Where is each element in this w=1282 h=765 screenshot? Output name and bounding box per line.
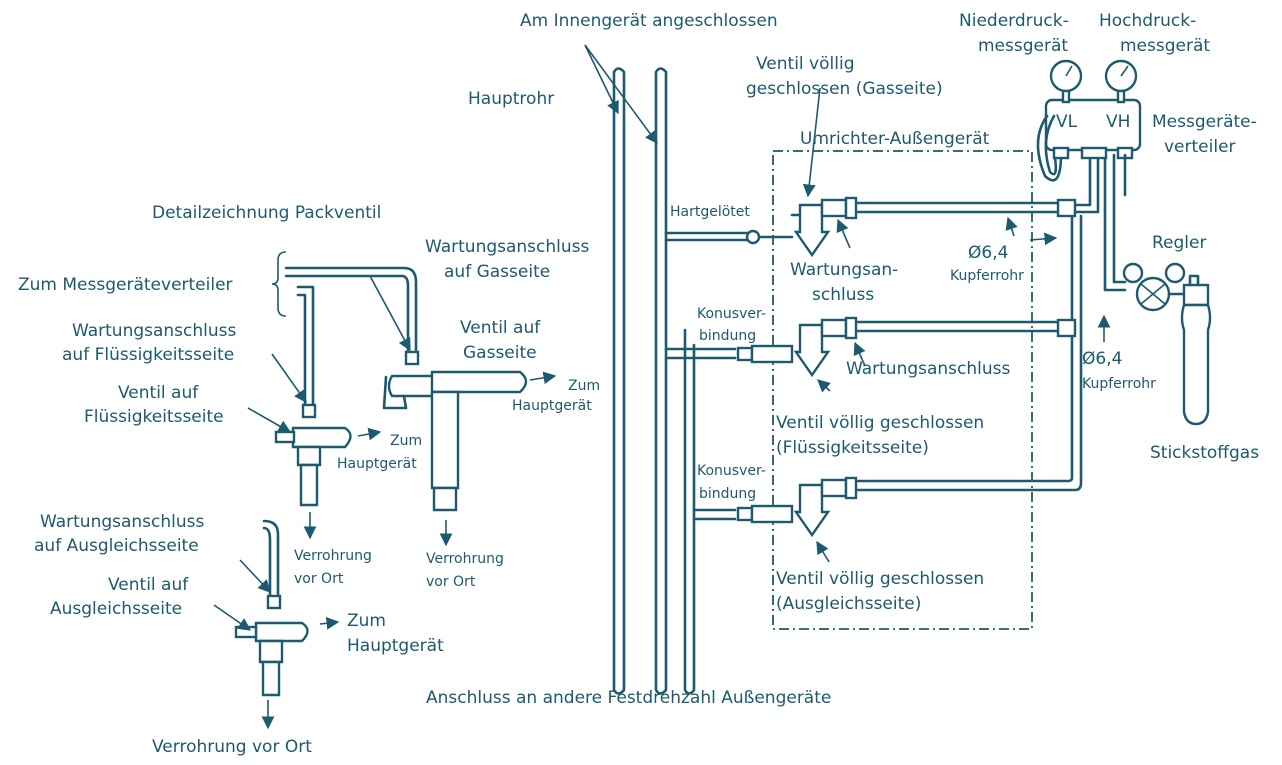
label-flare-1-2: bindung bbox=[699, 328, 756, 344]
label-vh: VH bbox=[1106, 112, 1130, 132]
label-dia1-1: Ø6,4 bbox=[968, 243, 1008, 263]
label-service-port-liquid-1: Wartungsanschluss bbox=[72, 321, 237, 341]
inverter-outdoor-unit-box bbox=[772, 150, 1033, 630]
main-pipes bbox=[612, 67, 696, 695]
label-dia2-2: Kupferrohr bbox=[1082, 376, 1156, 392]
label-regulator: Regler bbox=[1152, 233, 1206, 253]
label-service-port-2: Wartungsanschluss bbox=[846, 359, 1011, 379]
label-service-port-mid-1: Wartungsan- bbox=[790, 260, 898, 280]
label-site-piping-2-2: vor Ort bbox=[426, 574, 476, 590]
label-valve-closed-liquid-1: Ventil völlig geschlossen bbox=[776, 413, 984, 433]
arrows bbox=[213, 44, 1111, 730]
label-high-gauge-2: messgerät bbox=[1120, 36, 1210, 56]
label-low-gauge-2: messgerät bbox=[978, 36, 1068, 56]
label-to-main-3-1: Zum bbox=[347, 611, 386, 631]
label-valve-closed-gas-1: Ventil völlig bbox=[756, 54, 854, 74]
label-service-port-balance-1: Wartungsanschluss bbox=[40, 512, 205, 532]
label-site-piping-1-1: Verrohrung bbox=[294, 548, 372, 564]
label-high-gauge-1: Hochdruck- bbox=[1099, 11, 1196, 31]
label-valve-closed-balance-1: Ventil völlig geschlossen bbox=[776, 569, 984, 589]
label-site-piping-1-2: vor Ort bbox=[294, 571, 344, 587]
label-flare-2-2: bindung bbox=[699, 486, 756, 502]
label-service-port-gas-1: Wartungsanschluss bbox=[425, 237, 590, 257]
gas-valve-detail bbox=[284, 266, 528, 512]
label-to-main-1-1: Zum bbox=[568, 378, 600, 394]
label-liquid-valve-1: Ventil auf bbox=[118, 383, 199, 403]
label-to-main-1-2: Hauptgerät bbox=[512, 398, 592, 414]
label-to-main-2-1: Zum bbox=[390, 433, 422, 449]
label-other-outdoor: Anschluss an andere Festdrehzahl Außenge… bbox=[426, 688, 831, 708]
label-site-piping-2-1: Verrohrung bbox=[426, 551, 504, 567]
label-service-port-mid-2: schluss bbox=[812, 285, 874, 305]
label-service-port-balance-2: auf Ausgleichsseite bbox=[34, 536, 199, 556]
label-to-main-3-2: Hauptgerät bbox=[347, 636, 444, 656]
label-flare-1-1: Konusver- bbox=[697, 306, 766, 322]
liquid-valve-detail bbox=[274, 403, 352, 507]
label-gas-valve-1: Ventil auf bbox=[460, 318, 541, 338]
label-manifold-2: verteiler bbox=[1164, 137, 1236, 157]
label-main-pipe: Hauptrohr bbox=[468, 89, 554, 109]
label-liquid-valve-2: Flüssigkeitsseite bbox=[84, 407, 224, 427]
label-dia1-2: Kupferrohr bbox=[950, 268, 1024, 284]
label-balance-valve-2: Ausgleichsseite bbox=[50, 599, 182, 619]
label-dia2-1: Ø6,4 bbox=[1082, 349, 1122, 369]
label-low-gauge-1: Niederdruck- bbox=[959, 11, 1069, 31]
label-service-port-liquid-2: auf Flüssigkeitsseite bbox=[62, 345, 234, 365]
label-brazed: Hartgelötet bbox=[670, 204, 750, 220]
regulator-and-cylinder bbox=[1122, 262, 1212, 426]
label-valve-closed-liquid-2: (Flüssigkeitsseite) bbox=[776, 438, 929, 458]
gauge-manifold bbox=[1036, 59, 1142, 197]
label-valve-closed-gas-2: geschlossen (Gasseite) bbox=[746, 79, 943, 99]
label-flare-2-1: Konusver- bbox=[697, 463, 766, 479]
unit-valves bbox=[736, 196, 858, 538]
label-vl: VL bbox=[1056, 112, 1078, 132]
label-site-piping-bottom: Verrohrung vor Ort bbox=[152, 737, 312, 757]
label-service-port-gas-2: auf Gasseite bbox=[444, 262, 550, 282]
label-manifold-1: Messgeräte- bbox=[1152, 112, 1257, 132]
label-nitrogen: Stickstoffgas bbox=[1150, 443, 1259, 463]
label-to-manifold: Zum Messgeräteverteiler bbox=[18, 275, 233, 295]
text-labels: Am Innengerät angeschlossen Niederdruck-… bbox=[18, 11, 1259, 757]
label-inverter-outdoor: Umrichter-Außengerät bbox=[800, 129, 990, 149]
brace bbox=[271, 251, 287, 317]
label-gas-valve-2: Gasseite bbox=[463, 343, 537, 363]
label-to-main-2-2: Hauptgerät bbox=[337, 456, 417, 472]
label-valve-closed-balance-2: (Ausgleichsseite) bbox=[776, 594, 921, 614]
label-detail-packvalve: Detailzeichnung Packventil bbox=[152, 203, 381, 223]
label-balance-valve-1: Ventil auf bbox=[108, 575, 189, 595]
label-indoor-connected: Am Innengerät angeschlossen bbox=[520, 11, 778, 31]
